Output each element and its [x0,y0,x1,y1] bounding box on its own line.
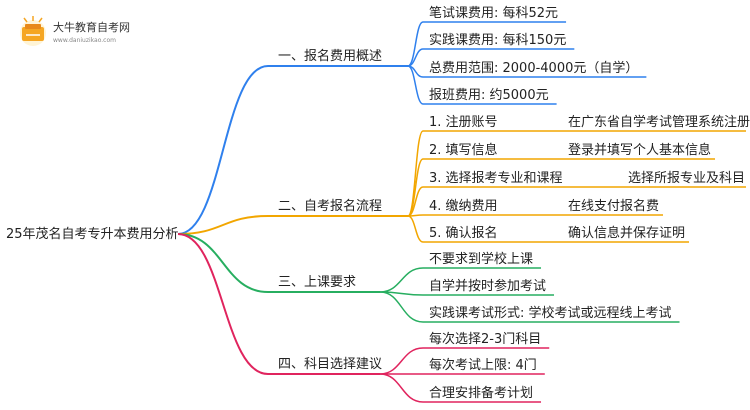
child-edge [407,186,424,217]
child-node: 实践课考试形式: 学校考试或远程线上考试 [429,305,672,321]
child-node: 每次选择2-3门科目 [429,331,541,347]
branch-node: 二、自考报名流程 [278,198,382,214]
child-node: 自学并按时参加考试 [429,278,546,294]
child-node: 4. 缴纳费用 [429,199,498,214]
detail-node: 在广东省自学考试管理系统注册 [568,114,750,130]
child-edge [407,215,424,243]
branch-node: 一、报名费用概述 [278,48,382,64]
child-node: 笔试课费用: 每科52元 [429,5,558,21]
child-node: 5. 确认报名 [429,225,498,241]
branch-edge [177,65,269,235]
child-edge [379,267,424,293]
child-edge [407,21,424,67]
child-node: 合理安排备考计划 [429,385,533,401]
child-node: 总费用范围: 2000-4000元（自学） [429,60,638,76]
child-edge [407,65,424,105]
book-icon [20,16,46,46]
child-edge [379,347,424,375]
child-node: 1. 注册账号 [429,115,498,130]
child-node: 实践课费用: 每科150元 [429,32,566,48]
child-node: 不要求到学校上课 [429,251,533,267]
edges-layer [177,21,746,403]
detail-node: 在线支付报名费 [568,198,659,214]
child-edge [379,291,424,323]
child-node: 每次考试上限: 4门 [429,357,537,373]
branch-node: 四、科目选择建议 [278,357,382,372]
watermark-title: 大牛教育自考网 [53,20,130,34]
detail-node: 确认信息并保存证明 [568,225,685,241]
branch-node: 三、上课要求 [278,275,356,290]
detail-node: 选择所报专业及科目 [628,171,745,186]
branch-edge [177,233,269,375]
root-node: 25年茂名自考专升本费用分析 [6,226,179,242]
detail-node: 登录并填写个人基本信息 [568,142,711,158]
child-node: 报班费用: 约5000元 [429,88,549,103]
child-node: 2. 填写信息 [429,142,498,158]
watermark-logo: 大牛教育自考网 www.daniuzikao.com [20,16,130,46]
watermark-url: www.daniuzikao.com [53,37,116,44]
child-node: 3. 选择报考专业和课程 [429,171,563,186]
branch-edge [177,215,269,235]
branch-edge [177,233,269,293]
child-edge [379,373,424,403]
